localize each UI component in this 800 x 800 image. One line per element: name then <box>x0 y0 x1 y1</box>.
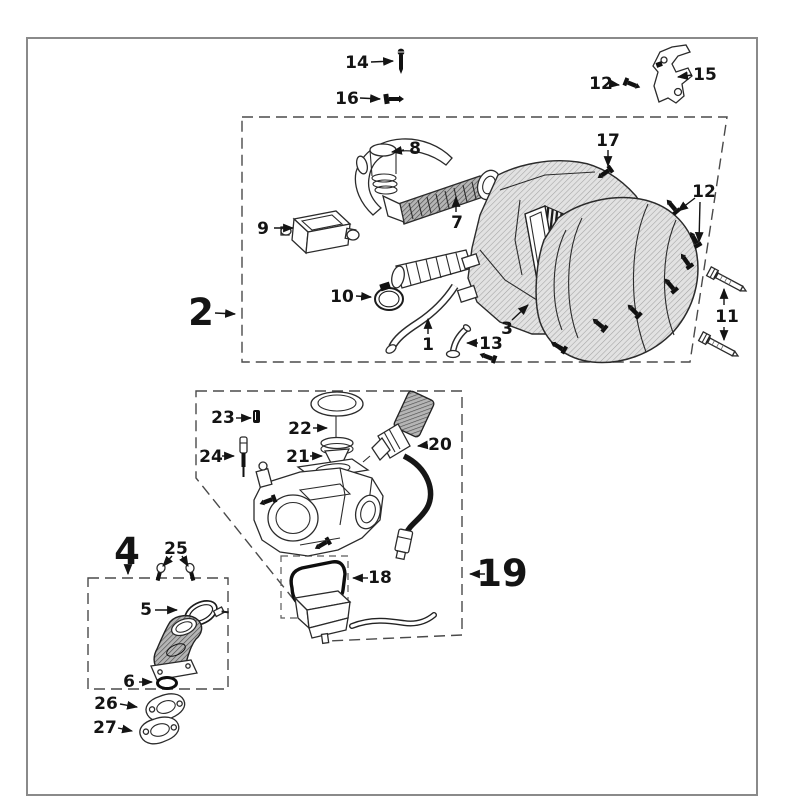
leader-3 <box>511 304 529 321</box>
callout-9: 9 <box>257 219 269 239</box>
callout-11: 11 <box>715 307 739 327</box>
callout-6: 6 <box>123 672 135 692</box>
callout-24: 24 <box>199 447 223 467</box>
screw-part-12-top <box>622 77 642 92</box>
leader-lines <box>117 57 729 734</box>
leader-20 <box>416 440 429 450</box>
callout-15: 15 <box>693 65 717 85</box>
callout-23: 23 <box>211 408 235 428</box>
float-bowl <box>293 590 352 645</box>
callout-13: 13 <box>479 334 503 354</box>
callout-10: 10 <box>330 287 354 307</box>
leader-10 <box>355 291 373 301</box>
fuel-hose <box>349 612 437 629</box>
leader-15 <box>676 71 693 80</box>
leader-16 <box>359 94 382 103</box>
group-box-19 <box>195 390 463 642</box>
leader-25-right <box>179 555 189 567</box>
callout-12-top: 12 <box>589 74 613 94</box>
callout-1: 1 <box>422 335 434 355</box>
screw-part-14 <box>397 48 405 74</box>
figure-frame <box>26 37 758 796</box>
breather-tube-part-13 <box>445 324 472 359</box>
drain-tube-part-1 <box>385 283 459 354</box>
callout-3: 3 <box>501 319 513 339</box>
leader-26 <box>119 700 139 710</box>
bolt-part-11-lower <box>697 331 742 362</box>
leader-12-top <box>608 79 621 88</box>
leader-27 <box>117 724 134 734</box>
hose-clamp-part-10 <box>374 281 404 311</box>
leader-25-left <box>162 555 173 567</box>
callout-22: 22 <box>288 419 312 439</box>
diaphragm-cap-part-22 <box>310 391 364 440</box>
leader-8 <box>390 146 405 155</box>
resonator-box-part-9 <box>280 210 360 255</box>
callout-18: 18 <box>368 568 392 588</box>
group-box-2 <box>241 116 728 363</box>
callout-group-2: 2 <box>188 291 214 334</box>
callout-17: 17 <box>596 131 620 151</box>
callout-group-4: 4 <box>114 530 140 573</box>
callout-16: 16 <box>335 89 359 109</box>
carburetor-body <box>253 458 384 557</box>
leader-14 <box>370 57 395 66</box>
bolt-part-11-upper <box>705 266 750 297</box>
callout-25: 25 <box>164 539 188 559</box>
callout-8: 8 <box>409 139 421 159</box>
leader-2 <box>214 309 237 318</box>
callout-26: 26 <box>94 694 118 714</box>
callout-27: 27 <box>93 718 117 738</box>
throttle-cable-part-20 <box>362 390 435 561</box>
plug-part-23 <box>253 410 260 423</box>
callout-5: 5 <box>140 600 152 620</box>
callout-group-19: 19 <box>476 552 528 595</box>
jet-needle-part-24 <box>239 436 248 477</box>
callout-labels: 14 16 12 15 17 8 7 9 10 2 1 13 3 12 11 2… <box>93 53 739 738</box>
leader-12-a <box>677 197 696 212</box>
callout-7: 7 <box>451 213 463 233</box>
screw-part-25-right <box>185 562 196 582</box>
leader-12-b <box>694 201 704 244</box>
intake-bellows-duct <box>391 249 473 289</box>
bracket-part-15 <box>652 44 693 104</box>
callout-12-side: 12 <box>692 182 716 202</box>
o-ring-part-6 <box>156 676 178 690</box>
gasket-part-27 <box>139 716 180 745</box>
callout-20: 20 <box>428 435 452 455</box>
callout-14: 14 <box>345 53 369 73</box>
callout-21: 21 <box>286 447 310 467</box>
airbox-cover <box>478 196 703 364</box>
screw-part-16 <box>383 93 404 105</box>
intake-manifold <box>150 615 203 681</box>
